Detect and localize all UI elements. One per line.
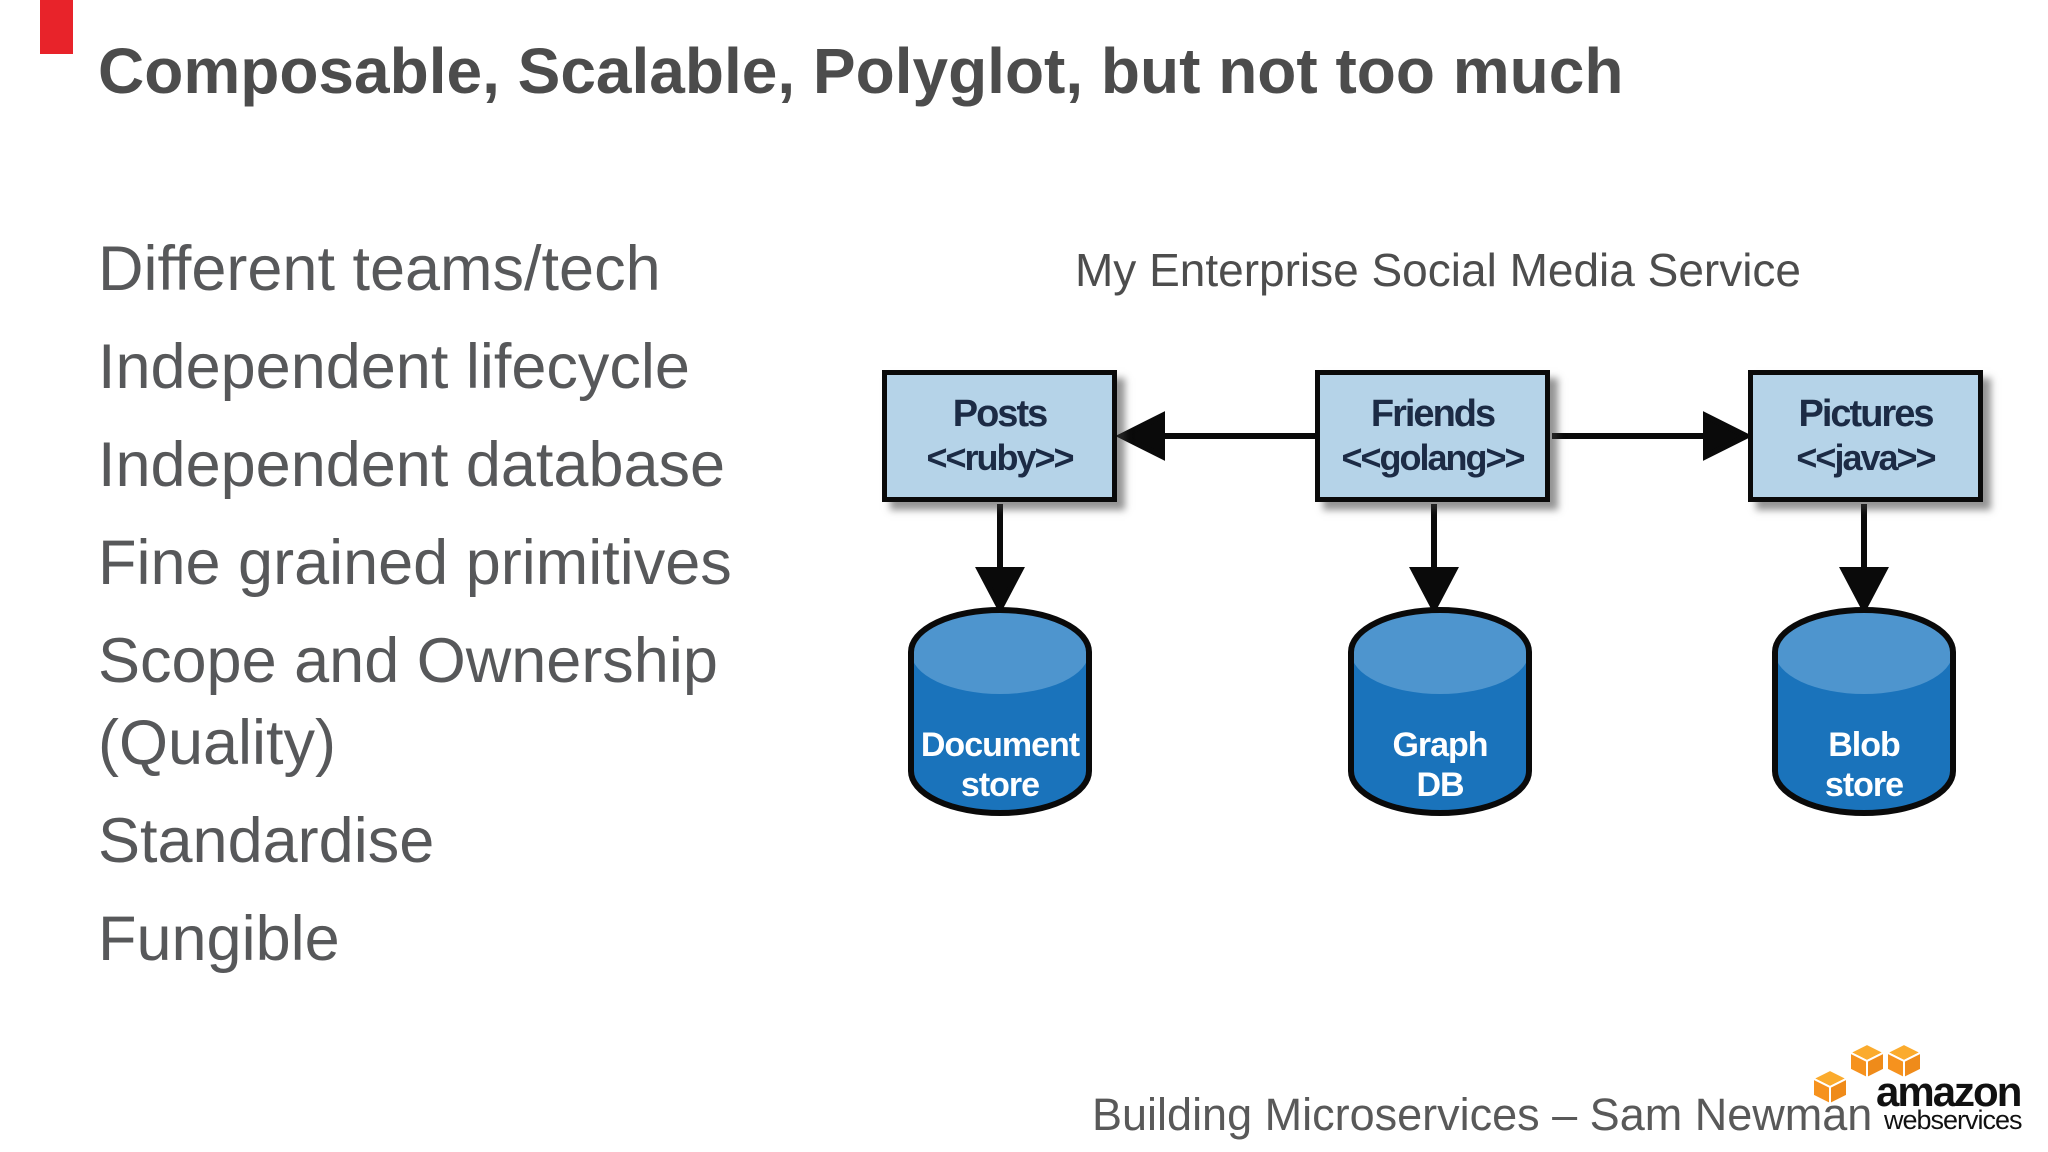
service-name: Pictures (1798, 393, 1935, 435)
bullet-item: Scope and Ownership (Quality) (98, 626, 718, 778)
service-stereotype: <<java>> (1796, 437, 1936, 478)
datastore-line1: Graph (1392, 726, 1488, 764)
bullet-item: Different teams/tech (98, 234, 661, 304)
datastore-label: Document store (905, 604, 1095, 819)
aws-cube-icon (1849, 1043, 1885, 1079)
database-cylinder-document-store: Document store (905, 604, 1095, 819)
cylinder-icon (1348, 607, 1532, 816)
service-stereotype: <<ruby>> (926, 437, 1074, 478)
database-cylinder-blob-store: Blob store (1769, 604, 1959, 819)
database-cylinder-graph-db: Graph DB (1345, 604, 1535, 819)
service-box-friends: Friends <<golang>> (1315, 370, 1550, 502)
service-name: Posts (952, 393, 1048, 435)
cylinder-top (1351, 610, 1529, 694)
arrowhead-right-icon (1703, 411, 1753, 461)
service-box-posts: Posts <<ruby>> (882, 370, 1117, 502)
bullet-item: Independent database (98, 430, 726, 500)
datastore-line2: store (1824, 766, 1904, 804)
cylinder-outline (1772, 607, 1956, 816)
arrowhead-down-icon (975, 567, 1025, 615)
bullet-item: Independent lifecycle (98, 332, 690, 402)
bullet-item: Fungible (98, 904, 340, 974)
cylinder-top (1775, 610, 1953, 694)
aws-cubes-icon (1812, 1043, 1922, 1105)
video-progress-marker (40, 0, 73, 54)
service-name: Friends (1370, 393, 1496, 435)
datastore-line1: Document (920, 726, 1080, 764)
aws-logo-webservices: webservices (1884, 1105, 2023, 1135)
cylinder-outline (908, 607, 1092, 816)
bullet-item: Standardise (98, 806, 435, 876)
cylinder-icon (908, 607, 1092, 816)
bullet-item: Fine grained primitives (98, 528, 732, 598)
cylinder-outline (1348, 607, 1532, 816)
datastore-line2: DB (1416, 766, 1464, 804)
aws-cube-icon (1886, 1043, 1922, 1079)
footer-caption: Building Microservices – Sam Newman (1092, 1089, 1873, 1140)
service-stereotype: <<golang>> (1341, 437, 1525, 478)
aws-logo-amazon: amazon (1876, 1068, 2022, 1115)
datastore-line1: Blob (1828, 726, 1901, 764)
arrowhead-down-icon (1839, 567, 1889, 615)
arrowhead-left-icon (1115, 411, 1165, 461)
slide-title: Composable, Scalable, Polyglot, but not … (98, 35, 1624, 107)
cylinder-top (911, 610, 1089, 694)
datastore-label: Graph DB (1345, 604, 1535, 819)
service-box-pictures: Pictures <<java>> (1748, 370, 1983, 502)
diagram-title: My Enterprise Social Media Service (1074, 244, 1802, 296)
datastore-line2: store (960, 766, 1040, 804)
cylinder-icon (1772, 607, 1956, 816)
datastore-label: Blob store (1769, 604, 1959, 819)
bullet-list: Different teams/tech Independent lifecyc… (98, 228, 868, 996)
aws-cube-icon (1812, 1069, 1848, 1105)
arrowhead-down-icon (1409, 567, 1459, 615)
